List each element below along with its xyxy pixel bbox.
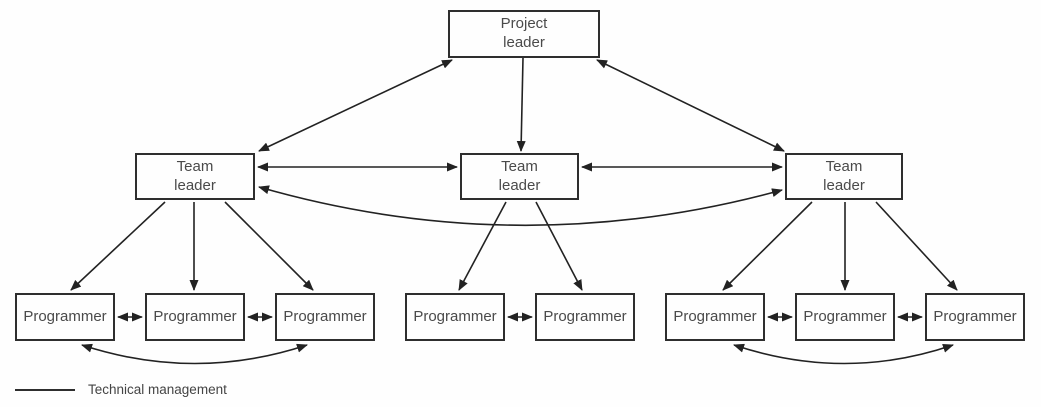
edge-programmer1-programmer3-arc <box>81 343 308 365</box>
legend: Technical management <box>15 382 227 397</box>
node-programmer-3: Programmer <box>275 293 375 341</box>
edge-teamleader1-teamleader3-arc <box>258 185 783 227</box>
node-programmer-8: Programmer <box>925 293 1025 341</box>
edge-teamleader3-programmer6 <box>722 201 813 291</box>
edge-teamleader2-programmer5 <box>535 201 583 291</box>
node-programmer-1: Programmer <box>15 293 115 341</box>
node-team-leader-1: Team leader <box>135 153 255 200</box>
legend-line-sample <box>15 388 75 391</box>
edge-projectleader-teamleader2 <box>516 57 526 152</box>
node-programmer-7: Programmer <box>795 293 895 341</box>
edge-programmer6-programmer8-arc <box>733 343 954 365</box>
legend-label: Technical management <box>88 382 227 397</box>
node-team-leader-3: Team leader <box>785 153 903 200</box>
node-programmer-6: Programmer <box>665 293 765 341</box>
edge-teamleader2-programmer4 <box>458 201 507 291</box>
edge-teamleader1-programmer1 <box>70 201 166 291</box>
edge-projectleader-teamleader3 <box>596 59 785 152</box>
edge-teamleader3-programmer8 <box>875 201 958 291</box>
node-programmer-5: Programmer <box>535 293 635 341</box>
node-team-leader-2: Team leader <box>460 153 579 200</box>
node-programmer-4: Programmer <box>405 293 505 341</box>
node-programmer-2: Programmer <box>145 293 245 341</box>
edge-teamleader1-programmer3 <box>224 201 314 291</box>
node-project-leader: Project leader <box>448 10 600 58</box>
edge-projectleader-teamleader1 <box>258 59 453 152</box>
